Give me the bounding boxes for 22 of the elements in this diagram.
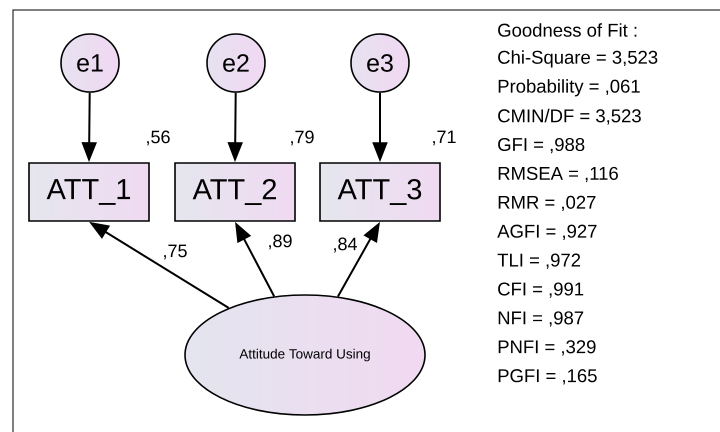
coefficient-label: ,56 xyxy=(147,130,170,146)
fit-statistic: AGFI = ,927 xyxy=(497,224,597,240)
variable-box: ATT_1 xyxy=(28,162,150,222)
fit-statistic: RMR = ,027 xyxy=(498,196,596,212)
edge-label: ,75 xyxy=(162,244,189,260)
fit-statistic: CFI = ,991 xyxy=(498,282,584,298)
fit-statistic: Goodness of Fit : xyxy=(498,23,636,37)
fit-statistic: Chi-Square = 3,523 xyxy=(498,50,658,68)
fit-statistic: Probability = ,061 xyxy=(498,79,640,96)
fit-statistic: TLI = ,972 xyxy=(498,254,580,269)
coefficient-label: ,79 xyxy=(291,130,314,146)
fit-statistic: RMSEA = ,116 xyxy=(498,166,618,182)
fit-statistic: PNFI = ,329 xyxy=(498,340,596,356)
variable-box: ATT_3 xyxy=(319,162,441,222)
coefficient-label: ,71 xyxy=(433,130,456,146)
fit-statistic: GFI = ,988 xyxy=(498,138,584,154)
fit-statistic: PGFI = ,165 xyxy=(498,369,597,384)
variable-box: ATT_2 xyxy=(174,162,296,222)
fit-statistic: NFI = ,987 xyxy=(498,311,584,327)
edge-label: ,89 xyxy=(266,234,294,250)
fit-statistic: CMIN/DF = 3,523 xyxy=(498,108,641,125)
edge-label: ,84 xyxy=(332,236,359,254)
